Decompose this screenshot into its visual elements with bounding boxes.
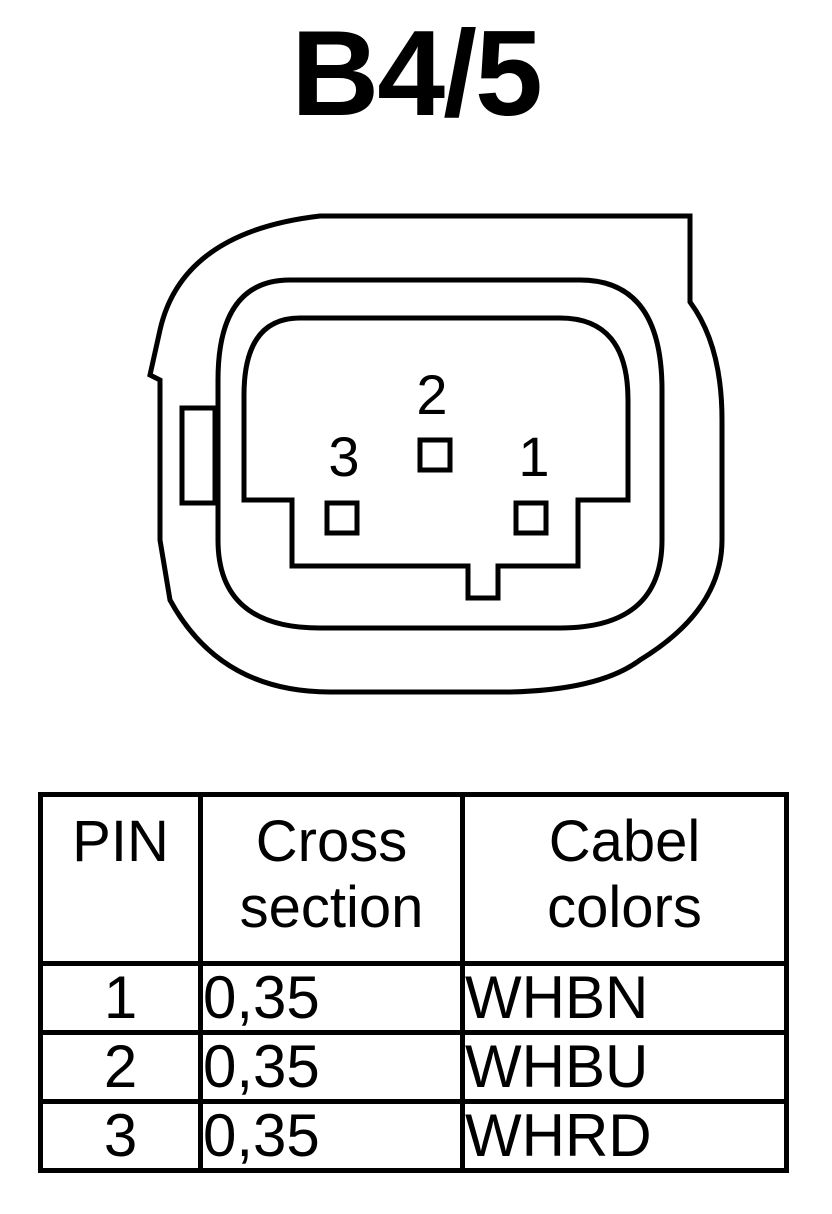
table-row: 1 0,35 WHBN (38, 961, 789, 1035)
header-cross-section: Cross section (198, 792, 465, 966)
pin-label-3: 3 (328, 425, 359, 488)
pin-label-2: 2 (416, 363, 447, 426)
cell-pin: 3 (38, 1099, 203, 1173)
header-cable-colors: Cabel colors (460, 792, 789, 966)
pin-table: PIN Cross section Cabel colors 1 0,35 WH… (38, 792, 789, 1173)
connector-title: B4/5 (291, 5, 543, 141)
header-pin: PIN (38, 792, 203, 966)
connector-housing-outline (147, 213, 725, 695)
connector-inner-rim (215, 277, 665, 631)
connector-pin-chamber (241, 315, 631, 601)
cell-cable-color: WHBN (460, 961, 789, 1035)
cell-pin: 1 (38, 961, 203, 1035)
cell-cable-color: WHBU (460, 1030, 789, 1104)
pin-square-3 (324, 500, 360, 536)
table-row: 2 0,35 WHBU (38, 1030, 789, 1104)
pin-label-1: 1 (518, 425, 549, 488)
pin-square-2 (417, 437, 453, 473)
connector-side-latch (179, 405, 218, 506)
table-row: 3 0,35 WHRD (38, 1099, 789, 1173)
pin-table-header-row: PIN Cross section Cabel colors (38, 792, 789, 966)
cell-pin: 2 (38, 1030, 203, 1104)
cell-cross-section: 0,35 (198, 1030, 465, 1104)
connector-diagram: 3 2 1 (147, 213, 725, 695)
pin-square-1 (513, 500, 549, 536)
cell-cross-section: 0,35 (198, 1099, 465, 1173)
cell-cross-section: 0,35 (198, 961, 465, 1035)
cell-cable-color: WHRD (460, 1099, 789, 1173)
